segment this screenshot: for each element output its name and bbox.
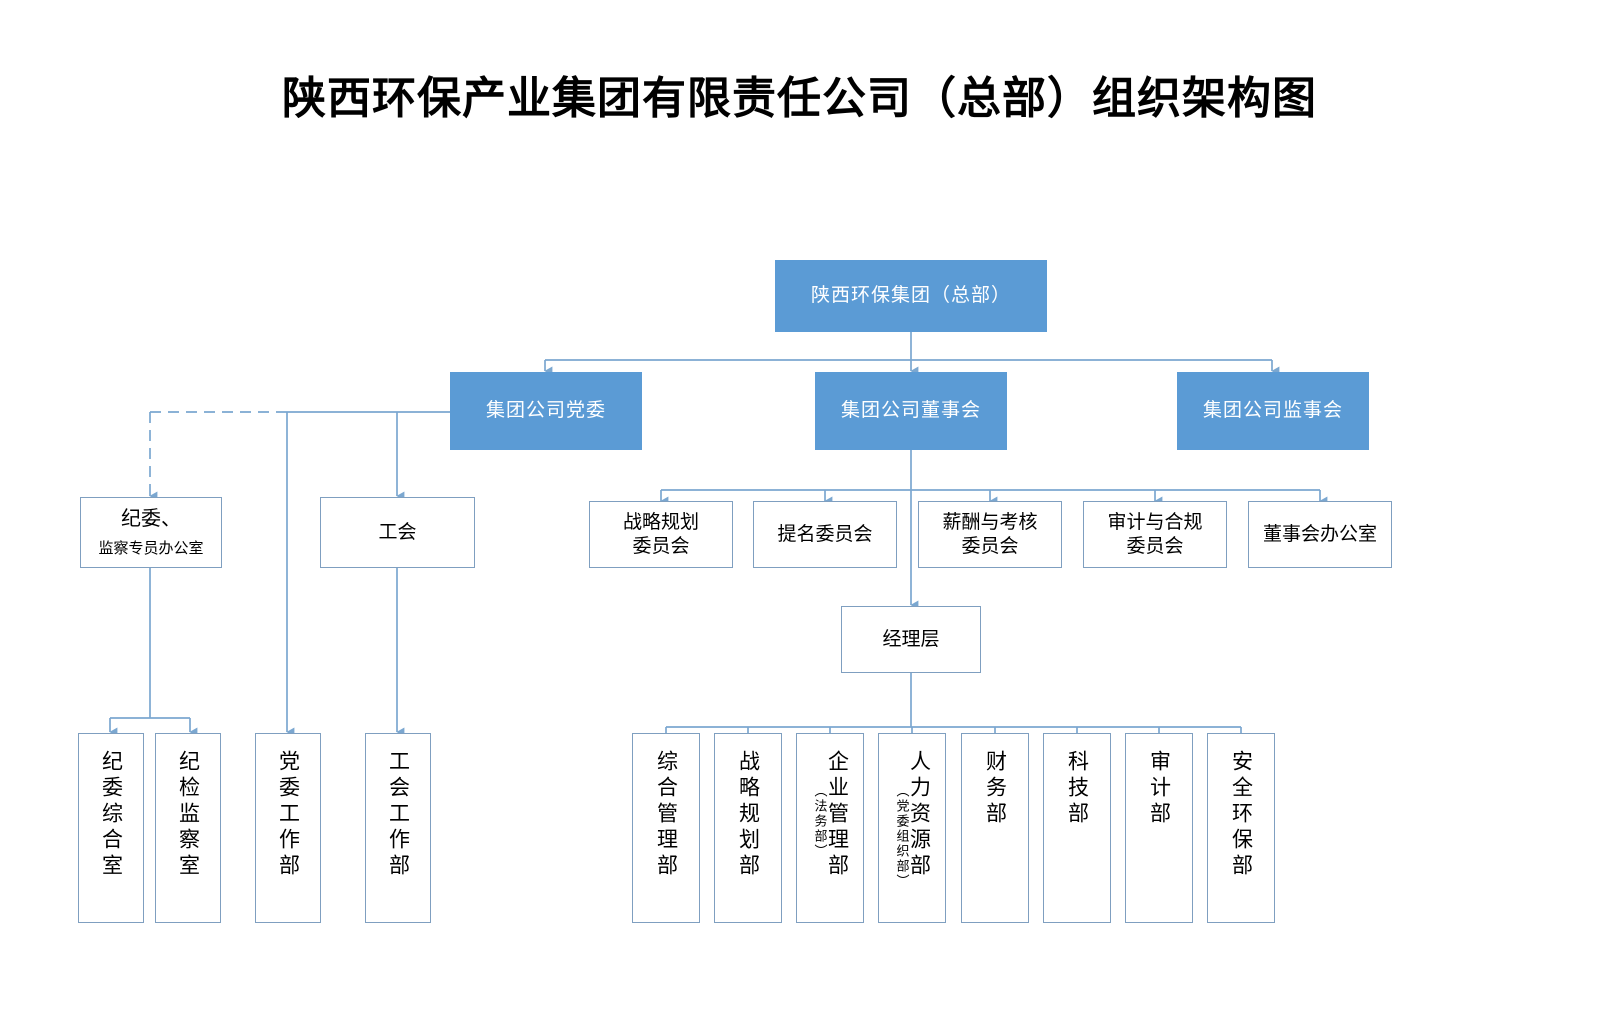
- node-committee-strategy-line1: 战略规划: [622, 511, 699, 533]
- node-dept-union-work[interactable]: 工会工作部: [365, 733, 431, 923]
- node-dept-discipline-inspection-office-label: 纪检监察室: [176, 750, 201, 880]
- node-dept-strategic-planning-label: 战略规划部: [736, 750, 761, 880]
- node-management-layer[interactable]: 经理层: [841, 606, 981, 673]
- node-dept-strategic-planning[interactable]: 战略规划部: [714, 733, 782, 923]
- node-board-of-directors[interactable]: 集团公司董事会: [815, 372, 1007, 450]
- node-party-committee[interactable]: 集团公司党委: [450, 372, 642, 450]
- node-dept-safety-environment-label: 安全环保部: [1229, 750, 1254, 880]
- node-dept-enterprise-management-sub: （法务部）: [812, 784, 828, 859]
- node-dept-finance-label: 财务部: [983, 750, 1008, 828]
- node-board-of-supervisors[interactable]: 集团公司监事会: [1177, 372, 1369, 450]
- node-committee-compensation-line2: 委员会: [961, 535, 1019, 557]
- node-dept-finance[interactable]: 财务部: [961, 733, 1029, 923]
- node-dept-enterprise-management-label: 企业管理部: [825, 750, 850, 880]
- node-dept-enterprise-management[interactable]: 企业管理部 （法务部）: [796, 733, 864, 923]
- node-management-layer-label: 经理层: [882, 628, 940, 650]
- node-committee-audit-compliance-line2: 委员会: [1126, 535, 1184, 557]
- node-dept-general-management[interactable]: 综合管理部: [632, 733, 700, 923]
- node-root-label: 陕西环保集团（总部）: [810, 285, 1011, 307]
- node-committee-audit-compliance[interactable]: 审计与合规 委员会: [1083, 501, 1227, 568]
- node-committee-nomination-line1: 提名委员会: [777, 523, 873, 545]
- node-dept-safety-environment[interactable]: 安全环保部: [1207, 733, 1275, 923]
- node-committee-compensation[interactable]: 薪酬与考核 委员会: [918, 501, 1062, 568]
- node-dept-technology[interactable]: 科技部: [1043, 733, 1111, 923]
- node-dept-technology-label: 科技部: [1065, 750, 1090, 828]
- node-committee-nomination[interactable]: 提名委员会: [753, 501, 897, 568]
- node-labor-union-label: 工会: [378, 521, 417, 543]
- node-dept-discipline-general-office-label: 纪委综合室: [99, 750, 124, 880]
- node-committee-compensation-line1: 薪酬与考核: [942, 511, 1038, 533]
- node-dept-party-work-label: 党委工作部: [276, 750, 301, 880]
- node-dept-discipline-general-office[interactable]: 纪委综合室: [78, 733, 144, 923]
- node-board-of-supervisors-label: 集团公司监事会: [1202, 400, 1343, 422]
- node-dept-union-work-label: 工会工作部: [386, 750, 411, 880]
- node-discipline-office-line2: 监察专员办公室: [98, 540, 204, 557]
- node-committee-strategy-line2: 委员会: [632, 535, 690, 557]
- node-root[interactable]: 陕西环保集团（总部）: [775, 260, 1047, 332]
- node-party-committee-label: 集团公司党委: [485, 400, 606, 422]
- node-discipline-office[interactable]: 纪委、 监察专员办公室: [80, 497, 222, 568]
- node-dept-human-resources[interactable]: 人力资源部 （党委组织部）: [878, 733, 946, 923]
- node-board-office-line1: 董事会办公室: [1262, 523, 1377, 545]
- node-dept-general-management-label: 综合管理部: [654, 750, 679, 880]
- node-dept-party-work[interactable]: 党委工作部: [255, 733, 321, 923]
- node-dept-discipline-inspection-office[interactable]: 纪检监察室: [155, 733, 221, 923]
- node-dept-human-resources-sub: （党委组织部）: [894, 784, 910, 889]
- node-dept-audit[interactable]: 审计部: [1125, 733, 1193, 923]
- node-committee-audit-compliance-line1: 审计与合规: [1107, 511, 1203, 533]
- node-dept-human-resources-label: 人力资源部: [907, 750, 932, 880]
- node-board-office[interactable]: 董事会办公室: [1248, 501, 1392, 568]
- page-title: 陕西环保产业集团有限责任公司（总部）组织架构图: [282, 74, 1317, 123]
- node-discipline-office-line1: 纪委、: [121, 507, 181, 530]
- node-labor-union[interactable]: 工会: [320, 497, 475, 568]
- node-board-of-directors-label: 集团公司董事会: [840, 400, 981, 422]
- node-dept-audit-label: 审计部: [1147, 750, 1172, 828]
- node-committee-strategy[interactable]: 战略规划 委员会: [589, 501, 733, 568]
